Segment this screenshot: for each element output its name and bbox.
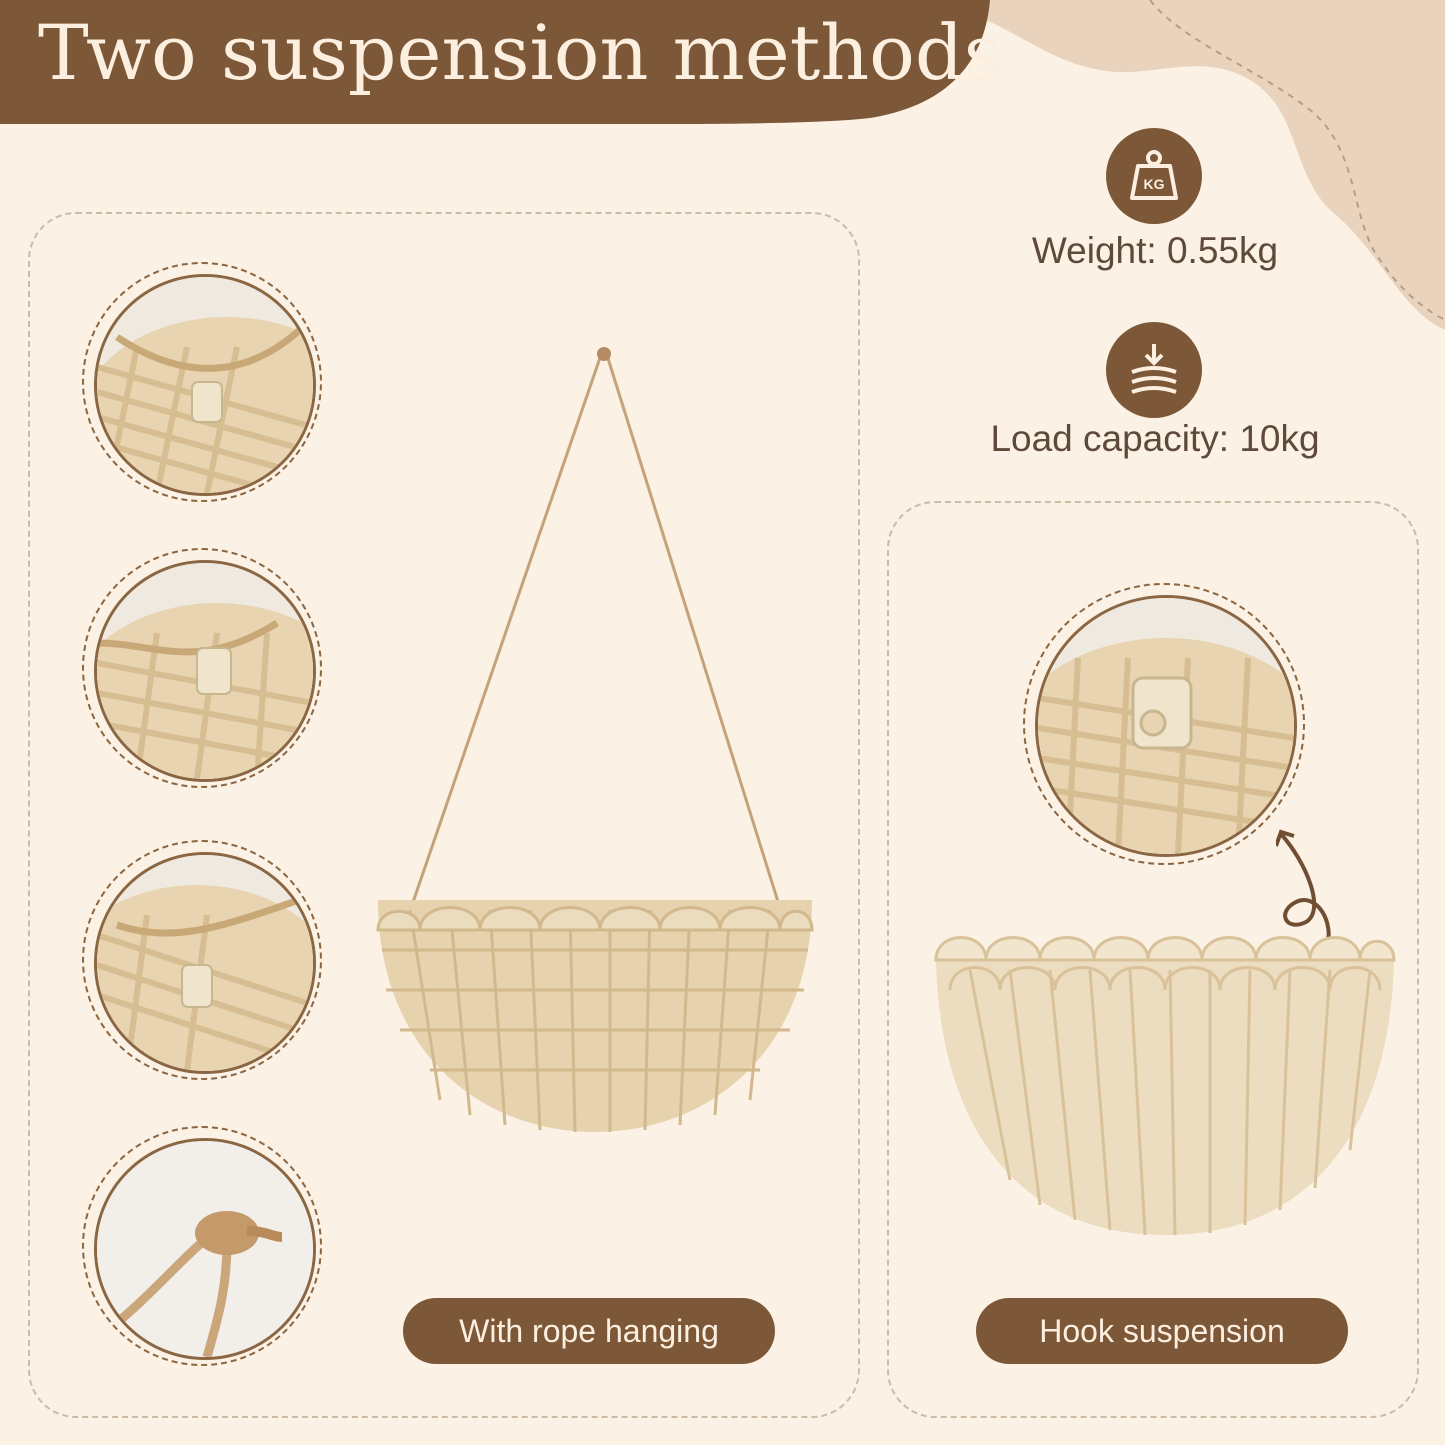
detail-rope-knot [82, 1126, 322, 1366]
detail-rope-hook-3 [82, 840, 322, 1080]
kg-weight-icon: KG [1106, 128, 1202, 224]
detail-image [94, 1138, 316, 1360]
title-banner-shape [0, 0, 990, 124]
detail-image [94, 852, 316, 1074]
hook-suspension-panel [887, 501, 1419, 1418]
detail-rope-hook-1 [82, 262, 322, 502]
rattan-hook-closeup [97, 563, 313, 779]
load-capacity-spec: Load capacity: 10kg [990, 418, 1320, 459]
weight-spec: Weight: 0.55kg [1031, 230, 1279, 271]
weight-glyph: KG [1130, 150, 1178, 200]
detail-image [1035, 595, 1297, 857]
rattan-rope-closeup [97, 855, 313, 1071]
curly-arrow-icon [1276, 829, 1331, 951]
kg-badge-text: KG [1144, 176, 1165, 192]
corner-dashed-line [1149, 0, 1445, 321]
rope-hanging-basket [376, 347, 814, 1133]
detail-image [94, 560, 316, 782]
page-title: Two suspension methods [38, 8, 1003, 97]
rattan-hook-closeup [1038, 598, 1294, 854]
detail-hook-closeup [1023, 583, 1305, 865]
beige-corner-blob [930, 0, 1445, 330]
load-capacity-icon [1106, 322, 1202, 418]
hook-suspension-label: Hook suspension [976, 1298, 1348, 1364]
rope-knot-closeup [97, 1141, 313, 1357]
hook-suspension-basket [934, 936, 1396, 1236]
detail-image [94, 274, 316, 496]
rattan-hook-closeup [97, 277, 313, 493]
load-glyph [1131, 344, 1177, 394]
rope-hanging-panel [28, 212, 860, 1418]
detail-rope-hook-2 [82, 548, 322, 788]
rope-hanging-label: With rope hanging [403, 1298, 775, 1364]
